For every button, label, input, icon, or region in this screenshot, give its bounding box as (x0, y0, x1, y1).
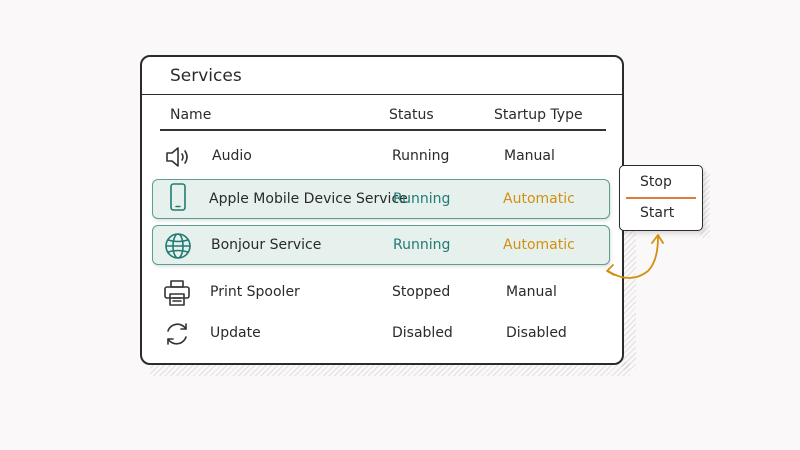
refresh-icon (162, 320, 192, 348)
service-name: Print Spooler (210, 284, 300, 300)
menu-shadow (700, 172, 710, 238)
column-header-startup-type[interactable]: Startup Type (494, 107, 583, 123)
service-status: Running (393, 237, 451, 253)
service-name: Apple Mobile Device Service (209, 191, 408, 207)
curved-arrow-icon (606, 234, 664, 279)
service-startup-type: Manual (504, 148, 555, 164)
service-row-audio[interactable]: Audio Running Manual (152, 137, 610, 177)
printer-icon (162, 279, 192, 307)
title-bar: Services (142, 57, 622, 95)
service-row-print-spooler[interactable]: Print Spooler Stopped Manual (152, 273, 610, 313)
service-status: Running (392, 148, 450, 164)
menu-item-stop[interactable]: Stop (640, 174, 672, 190)
service-status: Stopped (392, 284, 451, 300)
service-row-bonjour[interactable]: Bonjour Service Running Automatic (152, 225, 610, 265)
services-window: Services Name Status Startup Type Audio … (140, 55, 624, 365)
service-status: Disabled (392, 325, 453, 341)
service-name: Audio (212, 148, 252, 164)
service-status: Running (393, 191, 451, 207)
mobile-phone-icon (163, 183, 193, 211)
window-shadow-side (622, 230, 636, 370)
service-startup-type: Disabled (506, 325, 567, 341)
window-title: Services (170, 66, 242, 86)
service-name: Bonjour Service (211, 237, 322, 253)
header-divider (160, 129, 606, 131)
service-startup-type: Manual (506, 284, 557, 300)
menu-item-start[interactable]: Start (640, 205, 675, 221)
column-header-status[interactable]: Status (389, 107, 434, 123)
window-shadow (150, 362, 630, 376)
service-startup-type: Automatic (503, 237, 575, 253)
service-startup-type: Automatic (503, 191, 575, 207)
context-menu: Stop Start (619, 165, 703, 231)
service-row-apple-mobile-device[interactable]: Apple Mobile Device Service Running Auto… (152, 179, 610, 219)
speaker-icon (164, 143, 194, 171)
service-row-update[interactable]: Update Disabled Disabled (152, 314, 610, 354)
globe-icon (163, 232, 193, 260)
menu-divider (626, 197, 696, 199)
service-name: Update (210, 325, 261, 341)
column-header-name[interactable]: Name (170, 107, 212, 123)
